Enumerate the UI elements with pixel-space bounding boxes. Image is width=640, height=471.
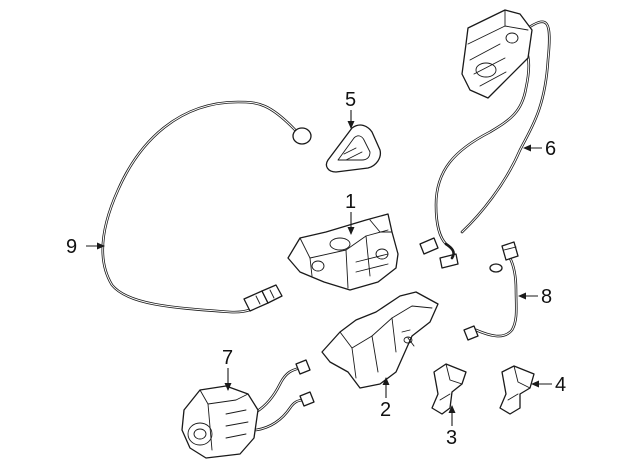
- part-2-latch-housing: [321, 291, 439, 389]
- part-1-latch-assembly: [287, 213, 399, 291]
- part-3-bracket: [431, 363, 467, 415]
- callout-1: 1: [345, 191, 356, 213]
- callout-3: 3: [446, 427, 457, 449]
- callout-2: 2: [380, 399, 391, 421]
- callout-5: 5: [345, 89, 356, 111]
- part-4-bracket: [499, 365, 535, 415]
- callout-4: 4: [555, 374, 566, 396]
- callout-7: 7: [222, 347, 233, 369]
- callout-9: 9: [66, 236, 77, 258]
- cable-end-knob: [292, 127, 312, 145]
- part-5-handle-bezel: [325, 124, 382, 173]
- callout-6: 6: [545, 138, 556, 160]
- part-7-lock-motor: [181, 359, 315, 459]
- cable-connector: [243, 284, 283, 312]
- part-6-actuator-motor: [419, 9, 551, 269]
- part-8-switch-harness: [463, 241, 519, 341]
- callout-8: 8: [541, 286, 552, 308]
- part-9-release-cable: [101, 100, 312, 314]
